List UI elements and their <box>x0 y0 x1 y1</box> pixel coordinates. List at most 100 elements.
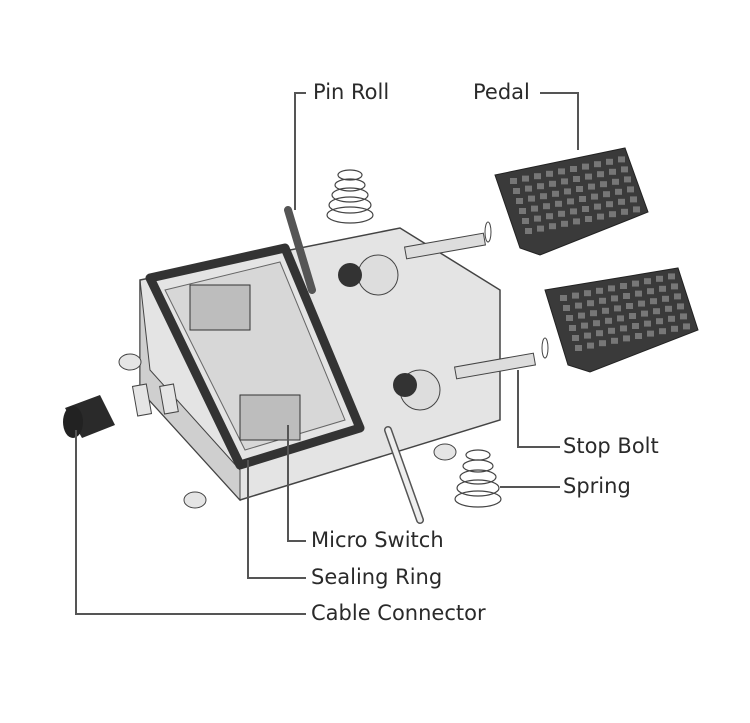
pedal-tread <box>641 310 648 317</box>
pedal-tread <box>603 191 610 198</box>
pedal-tread <box>599 297 606 304</box>
pedal-tread <box>575 345 582 351</box>
pedal-tread <box>582 163 589 170</box>
pedal-tread <box>522 218 529 224</box>
pedal-tread <box>632 323 639 329</box>
pedal-tread <box>632 280 639 287</box>
pedal-tread <box>629 313 636 319</box>
pedal-tread <box>596 287 603 294</box>
pedal-tread <box>617 315 624 322</box>
pedal-tread <box>662 295 669 302</box>
pedal-tread <box>564 188 571 195</box>
pedal-tread <box>633 206 640 213</box>
pedal-tread <box>513 188 520 194</box>
pedal-tread <box>575 302 582 309</box>
pedal-tread <box>587 300 594 307</box>
pedal-tread <box>537 183 544 190</box>
pedal-tread <box>630 196 637 203</box>
pedal-tread <box>602 307 609 314</box>
pedal-tread <box>563 305 570 311</box>
pedal-tread <box>593 320 600 327</box>
pedal-tread <box>621 166 628 173</box>
pedal-tread <box>659 285 666 292</box>
leader-lines <box>75 92 579 615</box>
pedal-tread <box>549 223 556 230</box>
pedal-tread <box>650 298 657 305</box>
pedal-tread <box>596 330 603 337</box>
pedal-tread <box>680 313 687 320</box>
pedal-tread <box>647 288 654 295</box>
pedal-tread <box>608 327 615 334</box>
pedal-tread <box>582 206 589 212</box>
pedal-tread <box>620 283 627 289</box>
pedal-tread <box>668 315 675 322</box>
pedal-tread <box>555 200 562 207</box>
pedal-tread <box>560 295 567 301</box>
pedal-tread <box>525 228 532 234</box>
pedal-tread <box>600 181 607 188</box>
pedal-tread <box>584 332 591 339</box>
pedal-tread <box>558 210 565 217</box>
micro-switch <box>189 284 301 441</box>
pedal-tread <box>627 186 634 193</box>
pedal-tread <box>674 293 681 300</box>
pedal-tread <box>618 156 625 163</box>
pedal-tread <box>597 213 604 220</box>
pedal-tread <box>612 178 619 185</box>
pedal-tread <box>659 328 666 335</box>
pedal-tread <box>519 208 526 214</box>
pedal <box>494 147 699 373</box>
pedal-tread <box>525 185 532 192</box>
pedal-tread <box>591 193 598 200</box>
pedal-tread <box>656 275 663 282</box>
pedal-tread <box>561 220 568 227</box>
pedal-tread <box>522 175 529 182</box>
pedal-tread <box>585 216 592 222</box>
pedal-tread <box>609 168 616 175</box>
pedal-tread <box>569 325 576 331</box>
pedal-tread <box>584 290 591 297</box>
pedal-tread <box>623 293 630 299</box>
pedal-tread <box>528 195 535 202</box>
pedal-tread <box>588 183 595 190</box>
sealing-ring <box>145 243 365 470</box>
pin-roll <box>284 206 316 294</box>
pedal-tread <box>576 186 583 192</box>
pedal-tread <box>567 198 574 205</box>
pedal-tread <box>573 176 580 182</box>
pedal-tread <box>561 178 568 185</box>
pedal-tread <box>608 285 615 292</box>
label-spring: Spring <box>563 474 631 498</box>
pedal-tread <box>626 303 633 309</box>
pedal-tread <box>635 290 642 297</box>
pedal-tread <box>581 322 588 329</box>
pedal-tread <box>570 166 577 172</box>
pedal-tread <box>653 308 660 315</box>
pedal-tread <box>585 173 592 180</box>
pedal-tread <box>624 176 631 183</box>
pedal-tread <box>531 205 538 212</box>
pedal-tread <box>587 342 594 349</box>
pedal-tread <box>572 292 579 299</box>
pedal-tread <box>552 190 559 197</box>
pedal-tread <box>594 161 601 168</box>
pedal-tread <box>516 198 523 204</box>
pedal-tread <box>549 180 556 187</box>
pedal-tread <box>606 201 613 208</box>
pedal-tread <box>620 325 627 332</box>
pedal-tread <box>618 198 625 205</box>
pedal-tread <box>546 170 553 177</box>
pedal-tread <box>546 213 553 220</box>
label-pedal: Pedal <box>473 80 530 104</box>
label-pin-roll: Pin Roll <box>313 80 390 104</box>
pedal-tread <box>572 335 579 341</box>
pedal-tread <box>579 196 586 202</box>
pedal-tread <box>599 340 606 347</box>
pedal-tread <box>668 273 675 280</box>
pedal-tread <box>644 320 651 327</box>
pedal-tread <box>537 225 544 232</box>
pedal-tread <box>656 318 663 325</box>
pedal-tread <box>638 300 645 307</box>
